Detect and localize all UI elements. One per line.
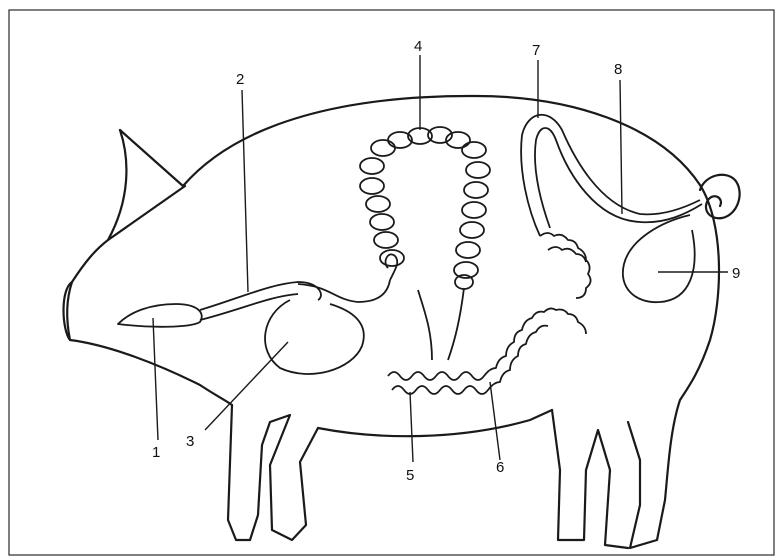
digestive-organs — [118, 115, 702, 394]
label-7: 7 — [532, 42, 540, 59]
label-3: 3 — [186, 433, 194, 450]
spiral-colon — [360, 127, 490, 289]
leader-lines — [153, 55, 728, 462]
stomach — [265, 280, 390, 374]
label-5: 5 — [406, 467, 414, 484]
leader-6 — [490, 382, 500, 460]
label-4: 4 — [414, 38, 422, 55]
label-9: 9 — [732, 265, 740, 282]
pig-outline — [64, 96, 740, 548]
pig-ear-outline — [108, 130, 185, 240]
leader-1 — [153, 318, 158, 440]
oesophagus — [200, 282, 321, 320]
large-intestine — [521, 115, 702, 236]
leader-3 — [205, 342, 288, 430]
pig-snout-outline — [67, 282, 72, 340]
pig-back-outline — [120, 96, 719, 548]
label-2: 2 — [236, 71, 244, 88]
colon-tube — [418, 288, 464, 360]
leader-8 — [620, 80, 622, 214]
small-intestine — [388, 308, 586, 394]
figure-frame — [9, 10, 774, 555]
label-6: 6 — [496, 459, 504, 476]
pig-front-leg-outline — [228, 405, 318, 540]
pig-belly-outline — [318, 410, 552, 436]
bladder — [623, 215, 695, 302]
leader-2 — [242, 90, 248, 292]
duodenum — [386, 254, 398, 280]
label-8: 8 — [614, 61, 622, 78]
caecum — [540, 233, 591, 298]
mouth-cavity — [118, 304, 202, 327]
label-1: 1 — [152, 444, 160, 461]
pig-face-outline — [64, 240, 233, 405]
number-labels: 1 2 3 4 5 6 7 8 9 — [152, 38, 740, 484]
leader-5 — [410, 392, 413, 462]
pig-hind-leg-outline — [552, 410, 628, 548]
